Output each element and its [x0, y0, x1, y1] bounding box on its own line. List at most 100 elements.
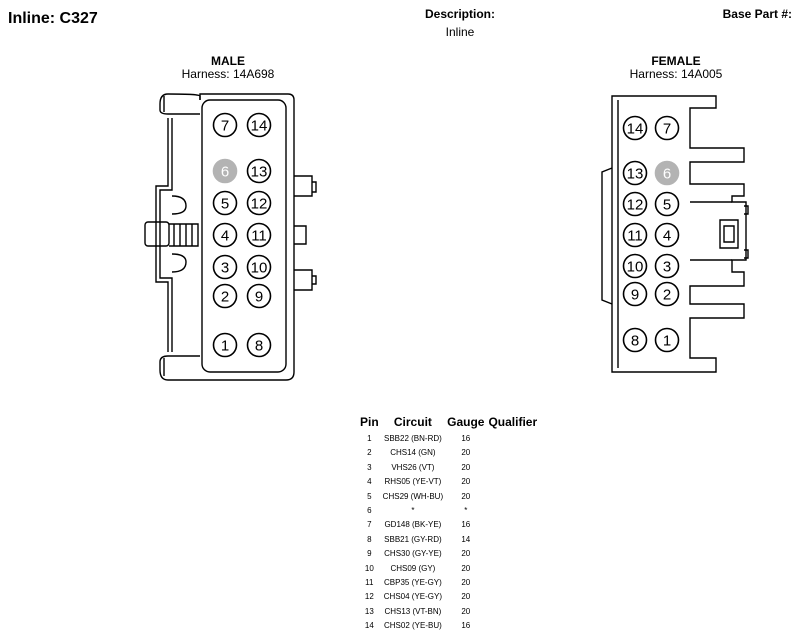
- table-row: 14 CHS02 (YE-BU) 16: [358, 619, 539, 633]
- cell-qualifier: [486, 562, 539, 576]
- cell-pin: 11: [365, 578, 374, 588]
- female-pin-label-9: 9: [631, 287, 639, 304]
- table-row: 12 CHS04 (YE-GY) 20: [358, 590, 539, 604]
- cell-circuit: CHS02 (YE-BU): [384, 621, 442, 631]
- table-row: 13 CHS13 (VT-BN) 20: [358, 605, 539, 619]
- cell-pin: 3: [367, 462, 372, 472]
- cell-qualifier: [486, 446, 539, 460]
- cell-qualifier: [486, 605, 539, 619]
- male-header: MALE Harness: 14A698: [148, 55, 308, 81]
- header-gauge: Gauge: [447, 415, 485, 429]
- female-pin-9: [622, 281, 648, 307]
- table-row: 3 VHS26 (VT) 20: [358, 461, 539, 475]
- cell-gauge: 16: [461, 621, 471, 631]
- cell-qualifier: [486, 432, 539, 446]
- male-pin-label-8: 8: [255, 338, 263, 355]
- base-part-label: Base Part #:: [722, 7, 792, 21]
- male-pin-11: [246, 222, 272, 248]
- cell-gauge: 16: [461, 520, 471, 530]
- cell-gauge: 20: [461, 606, 471, 616]
- cell-pin: 14: [364, 621, 374, 631]
- male-pin-label-11: 11: [251, 228, 267, 245]
- male-pin-13: [246, 158, 272, 184]
- description-value: Inline: [445, 25, 475, 39]
- male-pin-10: [246, 254, 272, 280]
- cell-pin: 2: [367, 448, 372, 458]
- female-pin-label-2: 2: [663, 287, 671, 304]
- cell-gauge: 16: [461, 434, 471, 443]
- cell-qualifier: [486, 547, 539, 561]
- cell-pin: 12: [364, 592, 374, 602]
- female-pin-10: [622, 253, 648, 279]
- female-pin-label-3: 3: [663, 259, 671, 276]
- cell-gauge: 20: [461, 549, 471, 559]
- male-pin-3: [212, 254, 238, 280]
- female-harness-label: Harness: 14A005: [629, 67, 723, 81]
- male-pin-label-13: 13: [251, 164, 268, 181]
- female-pin-6: [654, 160, 680, 186]
- cell-pin: 6: [367, 506, 372, 516]
- cell-circuit: SBB21 (GY-RD): [384, 534, 442, 544]
- male-pin-label-14: 14: [251, 118, 268, 135]
- cell-circuit: CHS09 (GY): [390, 563, 436, 573]
- cell-pin: 13: [364, 606, 374, 616]
- female-pin-7: [654, 115, 680, 141]
- cell-circuit: CHS13 (VT-BN): [384, 606, 442, 616]
- cell-qualifier: [486, 504, 539, 518]
- female-header: FEMALE Harness: 14A005: [596, 55, 756, 81]
- female-pin-8: [622, 327, 648, 353]
- female-pin-label-5: 5: [663, 197, 671, 214]
- table-row: 6**: [358, 504, 539, 518]
- female-pin-13: [622, 160, 648, 186]
- cell-circuit: RHS05 (YE-VT): [384, 477, 442, 487]
- male-gender-label: MALE: [211, 54, 245, 68]
- cell-qualifier: [486, 461, 539, 475]
- cell-qualifier: [486, 533, 539, 547]
- male-pin-label-1: 1: [221, 338, 229, 355]
- cell-circuit: CHS29 (WH-BU): [382, 491, 444, 501]
- cell-gauge: 20: [461, 578, 471, 588]
- female-pin-5: [654, 191, 680, 217]
- table-row: 11 CBP35 (YE-GY) 20: [358, 576, 539, 590]
- male-pin-5: [212, 190, 238, 216]
- male-pin-6: [212, 158, 238, 184]
- cell-pin: 9: [367, 549, 372, 559]
- female-pin-2: [654, 281, 680, 307]
- cell-circuit: SBB22 (BN-RD): [384, 434, 442, 443]
- male-pin-2: [212, 283, 238, 309]
- male-pin-label-12: 12: [251, 196, 268, 213]
- cell-qualifier: [486, 590, 539, 604]
- male-pin-12: [246, 190, 272, 216]
- male-pin-8: [246, 332, 272, 358]
- male-pin-1: [212, 332, 238, 358]
- cell-gauge: 20: [461, 563, 471, 573]
- female-pin-label-12: 12: [627, 197, 644, 214]
- cell-circuit: CHS30 (GY-YE): [384, 549, 442, 559]
- cell-qualifier: [486, 490, 539, 504]
- male-connector-housing: [144, 93, 317, 381]
- cell-gauge: 20: [461, 491, 471, 501]
- cell-qualifier: [486, 576, 539, 590]
- cell-pin: 1: [367, 434, 372, 443]
- cell-pin: 7: [367, 520, 372, 530]
- female-gender-label: FEMALE: [651, 54, 701, 68]
- cell-gauge: 20: [461, 592, 471, 602]
- male-pin-label-2: 2: [221, 289, 229, 306]
- female-pin-label-13: 13: [627, 166, 644, 183]
- table-row: 1 SBB22 (BN-RD) 16: [358, 432, 539, 446]
- header-pin: Pin: [360, 415, 379, 429]
- female-pin-3: [654, 253, 680, 279]
- cell-gauge: 20: [461, 477, 471, 487]
- cell-circuit: CBP35 (YE-GY): [384, 578, 442, 588]
- female-pin-label-10: 10: [627, 259, 644, 276]
- male-harness-label: Harness: 14A698: [181, 67, 275, 81]
- cell-circuit: VHS26 (VT): [391, 462, 435, 472]
- cell-gauge: 20: [461, 448, 471, 458]
- cell-circuit: CHS04 (YE-GY): [383, 592, 443, 602]
- cell-pin: 4: [367, 477, 372, 487]
- cell-gauge: 20: [461, 462, 471, 472]
- female-pin-label-7: 7: [663, 121, 671, 138]
